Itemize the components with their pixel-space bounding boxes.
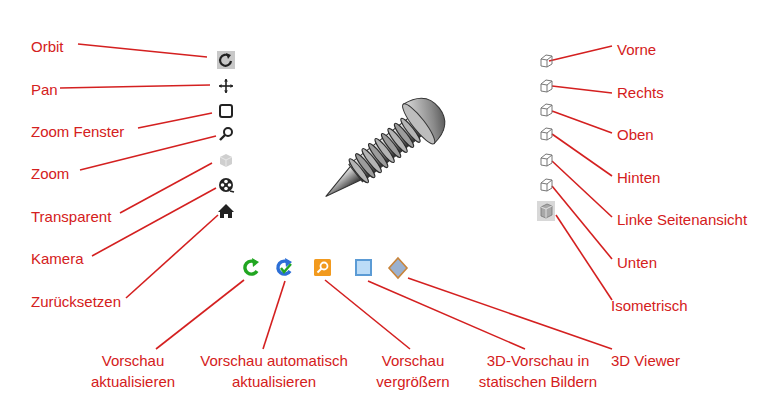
view-cube bbox=[541, 104, 552, 116]
callout-label: Orbit bbox=[31, 36, 64, 57]
callout-label: Transparent bbox=[31, 206, 111, 227]
callout-label: Zoom bbox=[31, 163, 69, 184]
callout-label: Linke Seitenansicht bbox=[617, 209, 747, 230]
callout-label: Vorschau vergrößern bbox=[367, 350, 459, 392]
callout-label: Hinten bbox=[617, 167, 660, 188]
callout-label: Vorschau automatisch aktualisieren bbox=[184, 350, 364, 392]
callout-label: Isometrisch bbox=[611, 295, 688, 316]
leader-lines bbox=[60, 44, 612, 349]
callout-label: 3D-Vorschau in statischen Bildern bbox=[465, 350, 611, 392]
callout-label: Oben bbox=[617, 124, 654, 145]
toolbar-left bbox=[217, 51, 235, 218]
screw-illustration bbox=[310, 88, 454, 216]
view-cube-active bbox=[537, 201, 555, 221]
callout-label: Vorne bbox=[617, 39, 656, 60]
callout-label: Vorschau aktualisieren bbox=[78, 350, 188, 392]
view-cube bbox=[541, 55, 552, 67]
view-cube bbox=[541, 154, 552, 166]
callout-label: 3D Viewer bbox=[611, 350, 680, 371]
view-cube bbox=[541, 80, 552, 92]
view-cube bbox=[541, 179, 552, 191]
callout-label: Pan bbox=[31, 79, 58, 100]
callout-label: Zoom Fenster bbox=[31, 121, 124, 142]
callout-label: Zurücksetzen bbox=[31, 291, 121, 312]
callout-label: Kamera bbox=[31, 248, 84, 269]
callout-label: Rechts bbox=[617, 82, 664, 103]
view-cube-icons bbox=[541, 55, 552, 191]
callout-label: Unten bbox=[617, 252, 657, 273]
view-cube bbox=[541, 128, 552, 140]
toolbar-bottom bbox=[245, 258, 407, 278]
